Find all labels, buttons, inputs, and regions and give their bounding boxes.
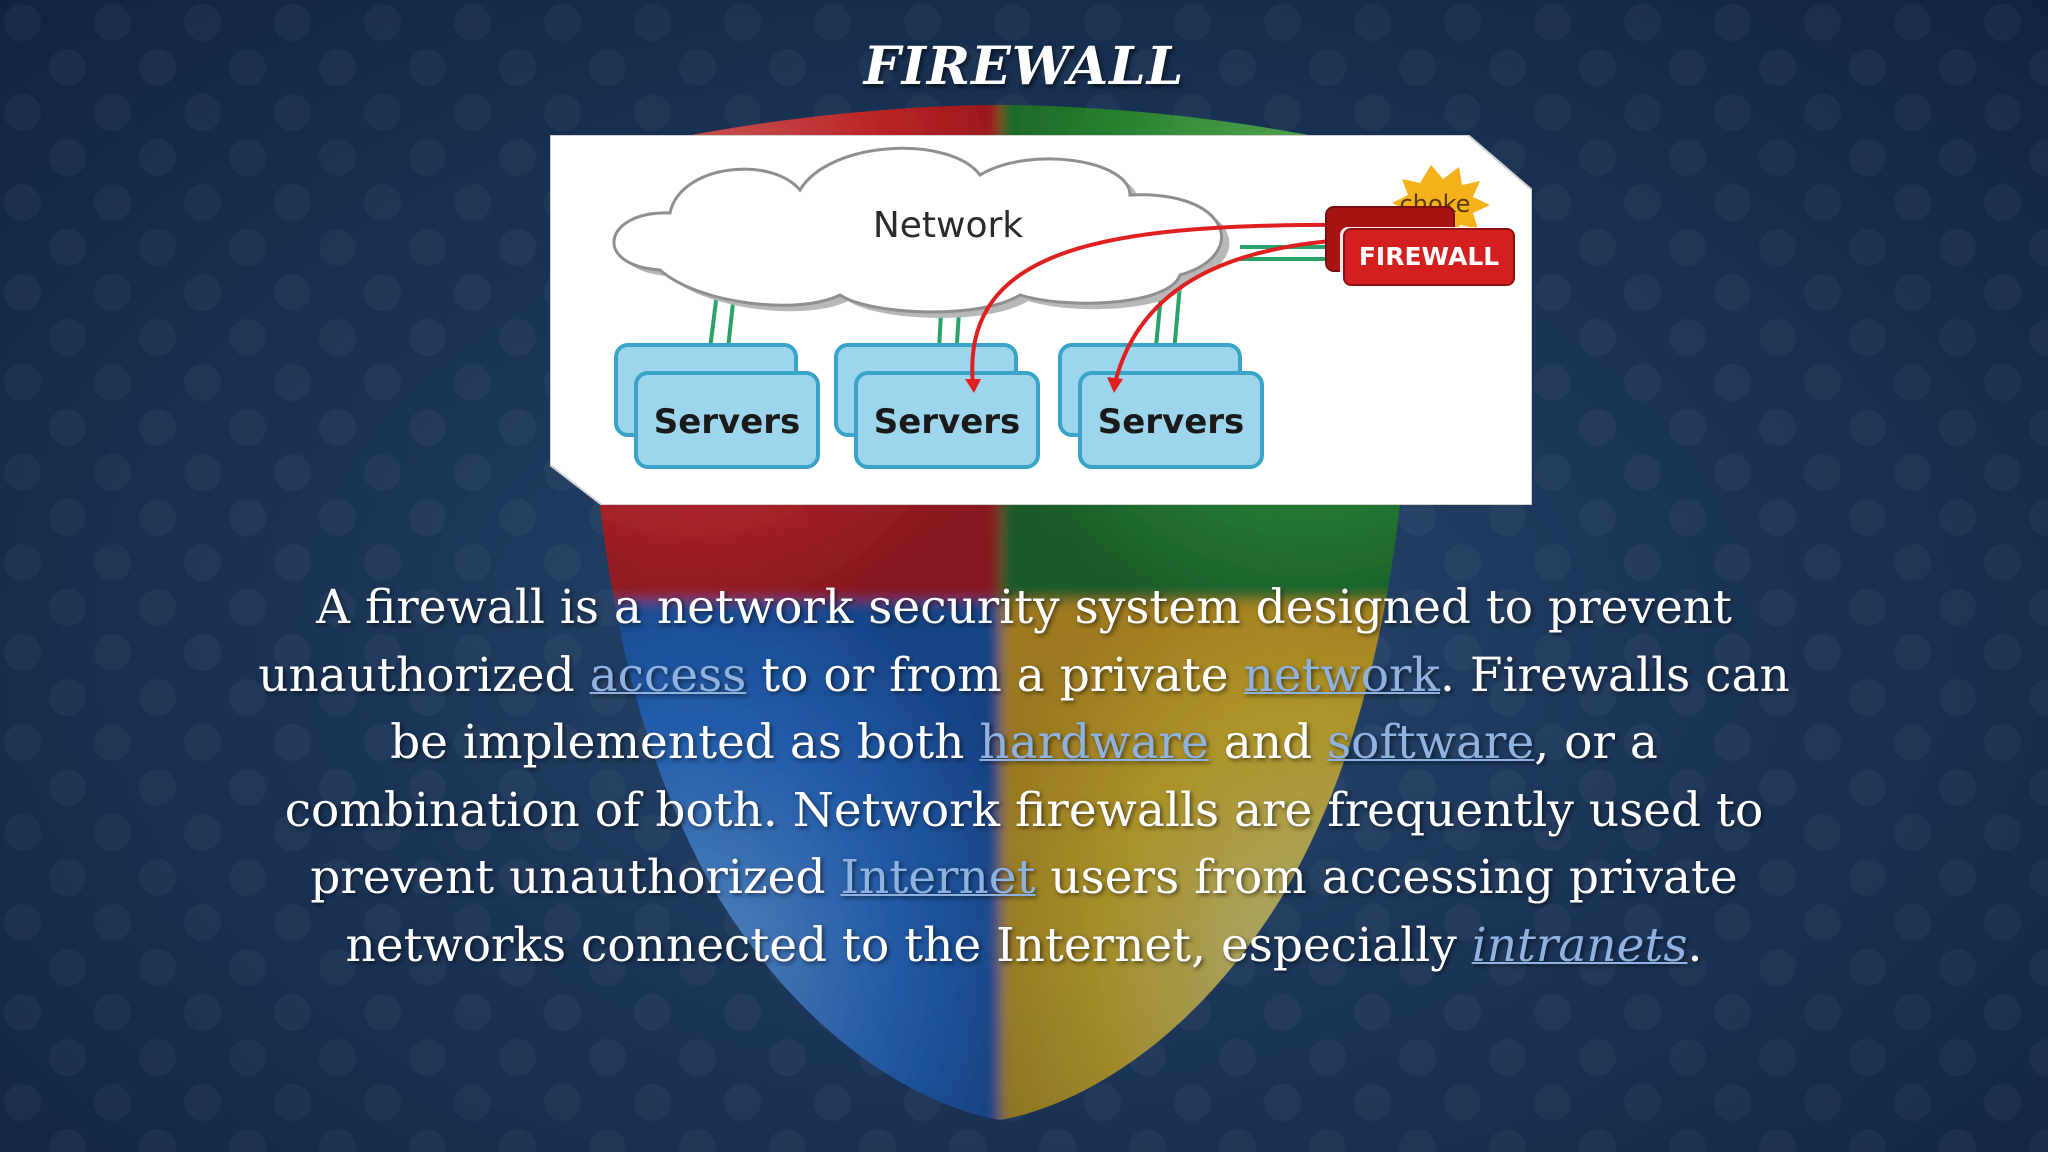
link-network[interactable]: network [1243,647,1440,703]
link-intranets[interactable]: intranets [1471,917,1688,973]
traffic-arrows [970,222,1361,386]
server-stack-1: Servers [614,343,820,469]
server-stack-3: Servers [1058,343,1264,469]
link-internet[interactable]: Internet [840,850,1036,905]
server-label-2: Servers [874,402,1021,442]
body-text-6: users from accessing private networks co… [345,850,1738,973]
network-label: Network [873,205,1023,246]
server-label-3: Servers [1098,402,1245,442]
body-text-5: , or a combination of both. Network fire… [284,715,1764,905]
link-hardware[interactable]: hardware [979,715,1209,770]
firewall-description: A firewall is a network security system … [250,574,1798,979]
body-text-2: to or from a private [746,647,1244,703]
body-text-7: . [1687,917,1703,973]
link-software[interactable]: software [1327,715,1535,770]
server-stack-2: Servers [834,343,1040,469]
firewall-box: FIREWALL [1325,206,1518,289]
firewall-label: FIREWALL [1359,242,1499,271]
firewall-diagram: Network Servers Servers Servers cho [550,135,1532,505]
body-text-4: and [1208,715,1328,770]
arrowheads [965,377,1123,393]
body-text-1: A firewall is a network security system … [258,580,1732,703]
slide-title: FIREWALL [863,36,1185,97]
server-label-1: Servers [654,402,801,442]
network-cloud [612,146,1230,318]
link-access[interactable]: access [589,647,747,703]
body-text-3: . Firewalls can be implemented as both [390,647,1790,771]
